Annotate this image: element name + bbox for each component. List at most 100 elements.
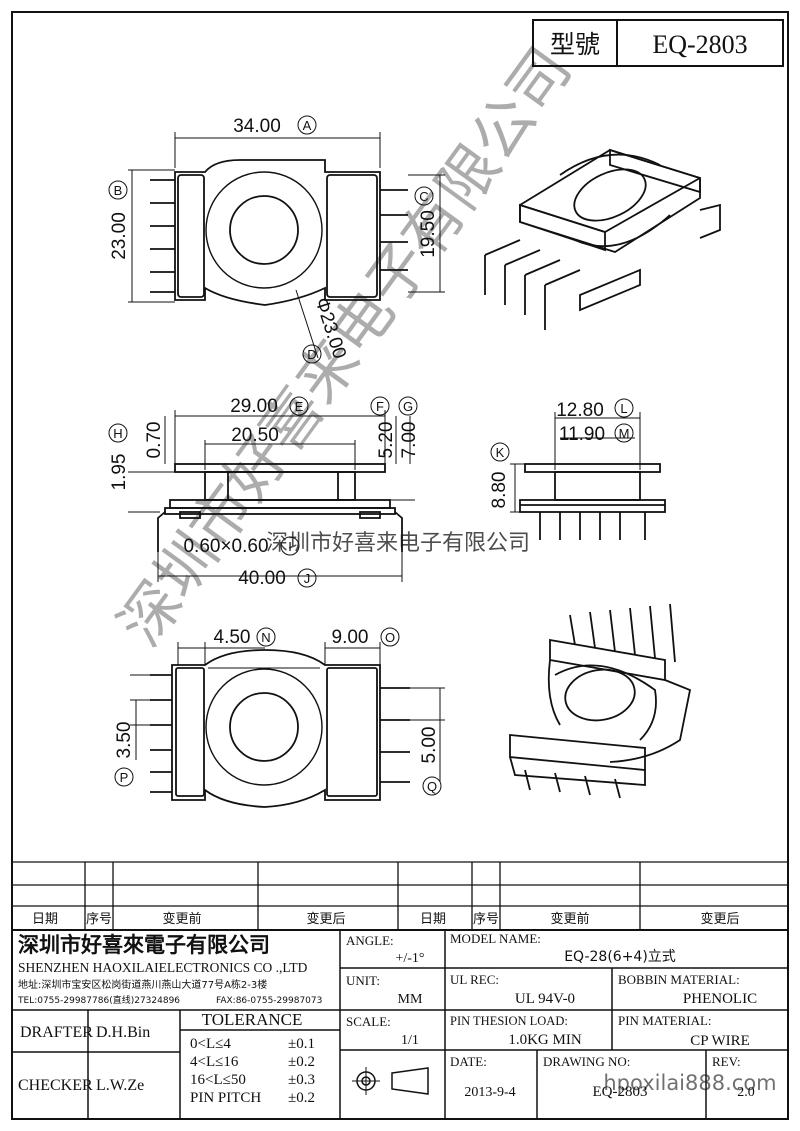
revision-table bbox=[12, 861, 788, 931]
marker-j: J bbox=[297, 568, 317, 588]
angle-value: +/-1° bbox=[395, 951, 424, 966]
marker-i: I bbox=[280, 536, 300, 556]
tolerance-range-1: 0<L≤4 bbox=[190, 1036, 231, 1052]
svg-text:H: H bbox=[113, 426, 122, 441]
tolerance-label: TOLERANCE bbox=[202, 1010, 303, 1029]
watermark-center: 深圳市好喜来电子有限公司 bbox=[266, 531, 530, 556]
unit-label: UNIT: bbox=[346, 973, 380, 988]
tolerance-value-2: ±0.2 bbox=[288, 1054, 315, 1070]
scale-value: 1/1 bbox=[401, 1033, 419, 1048]
bobbin-material-value: PHENOLIC bbox=[683, 991, 757, 1007]
tolerance-value-3: ±0.3 bbox=[288, 1072, 315, 1088]
marker-m: M bbox=[614, 423, 634, 443]
dim-m: 11.90 bbox=[559, 424, 605, 445]
dim-k: 8.80 bbox=[489, 472, 510, 509]
dim-c: 19.50 bbox=[418, 210, 439, 258]
rev-col-after-1: 变更后 bbox=[306, 911, 345, 927]
side-view bbox=[510, 412, 666, 540]
top-view bbox=[128, 132, 445, 359]
svg-text:B: B bbox=[114, 183, 123, 198]
front-view bbox=[128, 410, 415, 582]
marker-c: C bbox=[414, 186, 434, 206]
company-tel: TEL:0755-29987786(直线)27324896 bbox=[17, 994, 180, 1006]
title-block bbox=[12, 930, 788, 1119]
pin-material-label: PIN MATERIAL: bbox=[618, 1013, 712, 1028]
rev-label: REV: bbox=[712, 1054, 741, 1069]
watermark-diagonal: 深圳市好喜来电子有限公司 bbox=[106, 35, 586, 659]
rev-col-no-2: 序号 bbox=[473, 912, 499, 927]
ul-rec-value: UL 94V-0 bbox=[515, 991, 575, 1007]
dim-g: 7.00 bbox=[399, 422, 420, 459]
model-label: 型號 bbox=[550, 30, 600, 59]
svg-text:C: C bbox=[419, 189, 428, 204]
dim-f: 5.20 bbox=[376, 422, 397, 459]
drafter-label: DRAFTER bbox=[20, 1024, 93, 1041]
company-fax: FAX:86-0755-29987073 bbox=[216, 996, 322, 1006]
tolerance-value-1: ±0.1 bbox=[288, 1036, 315, 1052]
model-value: EQ-2803 bbox=[652, 30, 747, 59]
drawing-no-value: EQ-2803 bbox=[593, 1084, 648, 1100]
marker-g: G bbox=[398, 396, 418, 416]
model-name-value: EQ-28(6+4)立式 bbox=[564, 949, 676, 965]
marker-d: D bbox=[302, 344, 322, 364]
angle-label: ANGLE: bbox=[346, 933, 394, 948]
dim-j: 40.00 bbox=[238, 568, 286, 589]
svg-text:J: J bbox=[304, 571, 311, 586]
dim-q: 5.00 bbox=[419, 727, 440, 764]
dim-top-gap: 0.70 bbox=[144, 422, 165, 459]
date-value: 2013-9-4 bbox=[464, 1085, 515, 1100]
marker-k: K bbox=[490, 442, 510, 462]
pin-tension-value: 1.0KG MIN bbox=[508, 1032, 581, 1048]
rev-col-before-2: 变更前 bbox=[550, 911, 589, 927]
drafter-value: D.H.Bin bbox=[96, 1024, 150, 1041]
unit-value: MM bbox=[398, 992, 423, 1007]
dim-n: 4.50 bbox=[214, 627, 251, 648]
pin-tension-label: PIN THESION LOAD: bbox=[450, 1014, 568, 1028]
svg-text:G: G bbox=[403, 399, 413, 414]
pin-material-value: CP WIRE bbox=[690, 1033, 750, 1049]
watermark-url: hpoxilai888.com bbox=[603, 1071, 776, 1095]
rev-col-date-2: 日期 bbox=[420, 912, 446, 927]
marker-q: Q bbox=[422, 776, 442, 796]
ul-rec-label: UL REC: bbox=[450, 972, 499, 987]
rev-col-no-1: 序号 bbox=[86, 912, 112, 927]
scale-label: SCALE: bbox=[346, 1014, 391, 1029]
rev-col-before-1: 变更前 bbox=[162, 911, 201, 927]
svg-text:M: M bbox=[619, 426, 630, 441]
dim-a: 34.00 bbox=[233, 116, 281, 137]
dim-p: 3.50 bbox=[114, 722, 135, 759]
svg-text:Q: Q bbox=[427, 779, 437, 794]
dim-l: 12.80 bbox=[556, 400, 604, 421]
marker-p: P bbox=[114, 767, 134, 787]
bobbin-material-label: BOBBIN MATERIAL: bbox=[618, 972, 740, 987]
bottom-view bbox=[130, 642, 445, 808]
svg-text:I: I bbox=[288, 539, 292, 554]
marker-b: B bbox=[108, 180, 128, 200]
sheet-border bbox=[11, 11, 789, 1120]
marker-o: O bbox=[380, 627, 400, 647]
model-name-label: MODEL NAME: bbox=[450, 931, 541, 946]
tolerance-value-4: ±0.2 bbox=[288, 1090, 315, 1106]
drawing-no-label: DRAWING NO: bbox=[543, 1054, 630, 1069]
iso-view-bottom bbox=[509, 603, 692, 799]
iso-view-top bbox=[484, 148, 721, 330]
dim-e: 29.00 bbox=[230, 396, 278, 417]
tolerance-range-3: 16<L≤50 bbox=[190, 1072, 246, 1088]
checker-label: CHECKER bbox=[18, 1077, 93, 1094]
dim-inner: 20.50 bbox=[231, 425, 279, 446]
tolerance-range-2: 4<L≤16 bbox=[190, 1054, 239, 1070]
header-model-box: 型號 EQ-2803 bbox=[532, 19, 784, 67]
dim-h: 1.95 bbox=[109, 454, 130, 491]
dim-i: 0.60×0.60 bbox=[183, 536, 268, 557]
company-name-en: SHENZHEN HAOXILAIELECTRONICS CO .,LTD bbox=[18, 960, 308, 975]
svg-text:K: K bbox=[496, 445, 505, 460]
rev-col-after-2: 变更后 bbox=[700, 911, 739, 927]
rev-col-date-1: 日期 bbox=[32, 912, 58, 927]
svg-text:E: E bbox=[295, 399, 304, 414]
dim-o: 9.00 bbox=[332, 627, 369, 648]
marker-e: E bbox=[289, 396, 309, 416]
svg-text:F: F bbox=[376, 399, 384, 414]
marker-h: H bbox=[108, 423, 128, 443]
svg-text:P: P bbox=[120, 770, 129, 785]
